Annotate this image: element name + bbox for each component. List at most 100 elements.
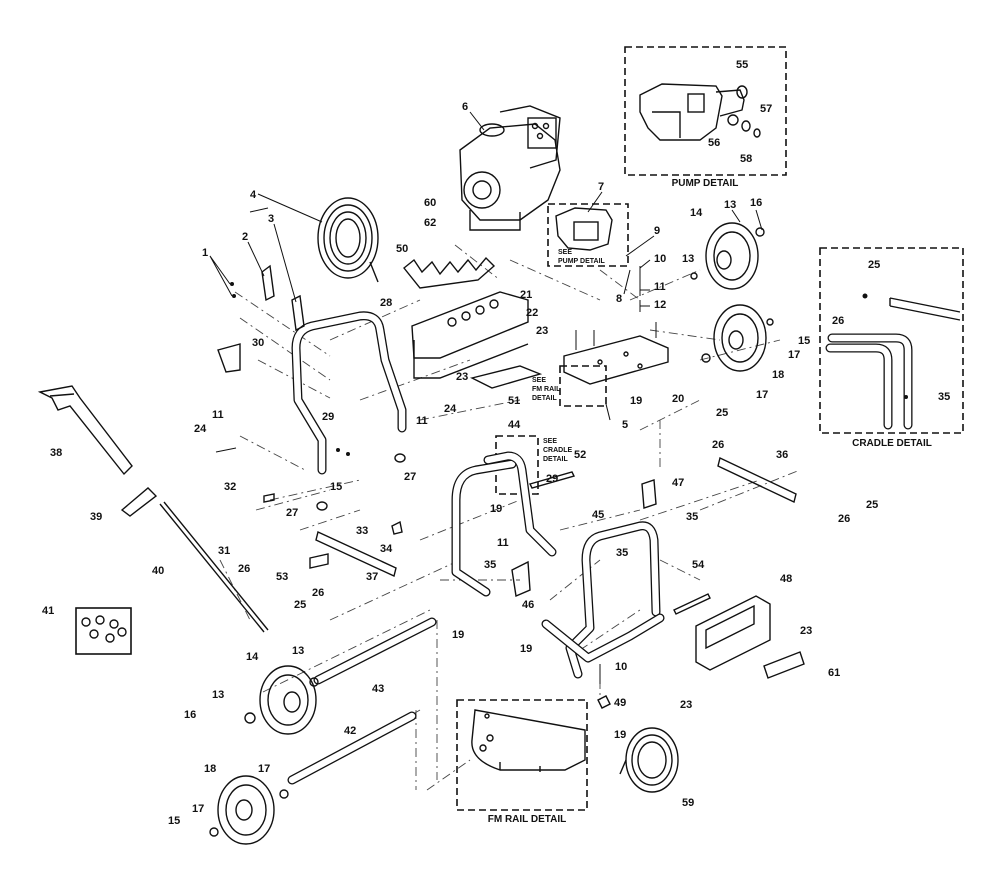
fasteners	[209, 227, 774, 837]
callout-11c: 11	[416, 415, 428, 427]
callout-23b: 23	[456, 371, 468, 383]
callout-17a: 17	[788, 349, 800, 361]
decal-61	[763, 651, 805, 679]
axle-43	[313, 617, 437, 685]
callout-13b: 13	[682, 253, 694, 265]
callout-29a: 29	[322, 411, 334, 423]
callout-11a: 11	[654, 281, 666, 293]
callout-12: 12	[654, 299, 666, 311]
callout-23c: 23	[800, 625, 812, 637]
cradle-detail-box: CRADLE DETAIL	[819, 247, 964, 449]
callout-47: 47	[672, 477, 684, 489]
callout-17c: 17	[258, 763, 270, 775]
svg-text:FM RAIL: FM RAIL	[532, 386, 561, 393]
callout-31: 31	[218, 545, 230, 557]
callout-42: 42	[344, 725, 356, 737]
callout-35b: 35	[686, 511, 698, 523]
callout-9: 9	[654, 225, 660, 237]
callout-56: 56	[708, 137, 720, 149]
callout-26d: 26	[238, 563, 250, 575]
callout-10b: 10	[615, 661, 627, 673]
nozzle-set-box	[75, 607, 132, 655]
svg-text:DETAIL: DETAIL	[532, 395, 557, 402]
callout-35d: 35	[484, 559, 496, 571]
nozzle-39	[120, 487, 158, 517]
callout-2: 2	[242, 231, 248, 243]
cradle-detail-title: CRADLE DETAIL	[852, 438, 932, 449]
callout-20: 20	[672, 393, 684, 405]
callout-27b: 27	[286, 507, 298, 519]
wheel-14-left	[259, 665, 317, 735]
lance-40	[159, 501, 269, 633]
callout-45: 45	[592, 509, 604, 521]
callout-33: 33	[356, 525, 368, 537]
callout-53: 53	[276, 571, 288, 583]
callout-labels: 1 2 3 4 5 6 7 8 9 10 10 11 11 11 11 12 1…	[42, 59, 950, 827]
callout-13a: 13	[724, 199, 736, 211]
callout-39: 39	[90, 511, 102, 523]
callout-11d: 11	[497, 537, 509, 549]
callout-26a: 26	[832, 315, 844, 327]
callout-49: 49	[614, 697, 626, 709]
hose-59	[619, 727, 679, 793]
callout-15b: 15	[330, 481, 342, 493]
callout-26c: 26	[838, 513, 850, 525]
callout-38: 38	[50, 447, 62, 459]
svg-text:CRADLE: CRADLE	[543, 447, 572, 454]
callout-52: 52	[574, 449, 586, 461]
callout-25a: 25	[868, 259, 880, 271]
callout-29b: 29	[546, 473, 558, 485]
callout-62: 62	[424, 217, 436, 229]
callout-18b: 18	[204, 763, 216, 775]
svg-text:SEE: SEE	[543, 438, 557, 445]
callout-50: 50	[396, 243, 408, 255]
callout-36: 36	[776, 449, 788, 461]
pump-detail-title: PUMP DETAIL	[672, 178, 739, 189]
callout-61: 61	[828, 667, 840, 679]
callout-40: 40	[152, 565, 164, 577]
callout-5: 5	[622, 419, 628, 431]
callout-23a: 23	[536, 325, 548, 337]
handle	[291, 311, 407, 475]
callout-48: 48	[780, 573, 792, 585]
bracket-48	[695, 595, 771, 671]
leader-lines	[209, 111, 763, 421]
callout-23d: 23	[680, 699, 692, 711]
wheel-18-left	[217, 775, 275, 845]
wheel-18-right	[713, 304, 767, 372]
axle-42	[287, 711, 417, 785]
callout-26e: 26	[312, 587, 324, 599]
callout-17b: 17	[756, 389, 768, 401]
svg-text:PUMP DETAIL: PUMP DETAIL	[558, 258, 606, 265]
bar-37	[315, 531, 397, 577]
pump-assembly	[555, 207, 613, 251]
callout-58: 58	[740, 153, 752, 165]
callout-24b: 24	[194, 423, 207, 435]
callout-15c: 15	[168, 815, 180, 827]
callout-44: 44	[508, 419, 521, 431]
base-plate	[563, 322, 669, 385]
callout-26b: 26	[712, 439, 724, 451]
fm-rail-detail-box: FM RAIL DETAIL	[456, 699, 588, 825]
callout-30: 30	[252, 337, 264, 349]
callout-14b: 14	[246, 651, 259, 663]
callout-55: 55	[736, 59, 748, 71]
bracket-50	[403, 256, 496, 289]
callout-35a: 35	[938, 391, 950, 403]
callout-16a: 16	[750, 197, 762, 209]
callout-15a: 15	[798, 335, 810, 347]
wheel-14-right	[705, 222, 759, 290]
callout-51: 51	[508, 395, 520, 407]
callout-22: 22	[526, 307, 538, 319]
callout-57: 57	[760, 103, 772, 115]
callout-11b: 11	[212, 409, 224, 421]
fm-rail-detail-title: FM RAIL DETAIL	[488, 814, 567, 825]
hose-coil	[317, 197, 379, 283]
svg-text:SEE: SEE	[558, 249, 572, 256]
callout-16b: 16	[184, 709, 196, 721]
callout-13c: 13	[292, 645, 304, 657]
callout-8: 8	[616, 293, 622, 305]
callout-46: 46	[522, 599, 534, 611]
callout-3: 3	[268, 213, 274, 225]
